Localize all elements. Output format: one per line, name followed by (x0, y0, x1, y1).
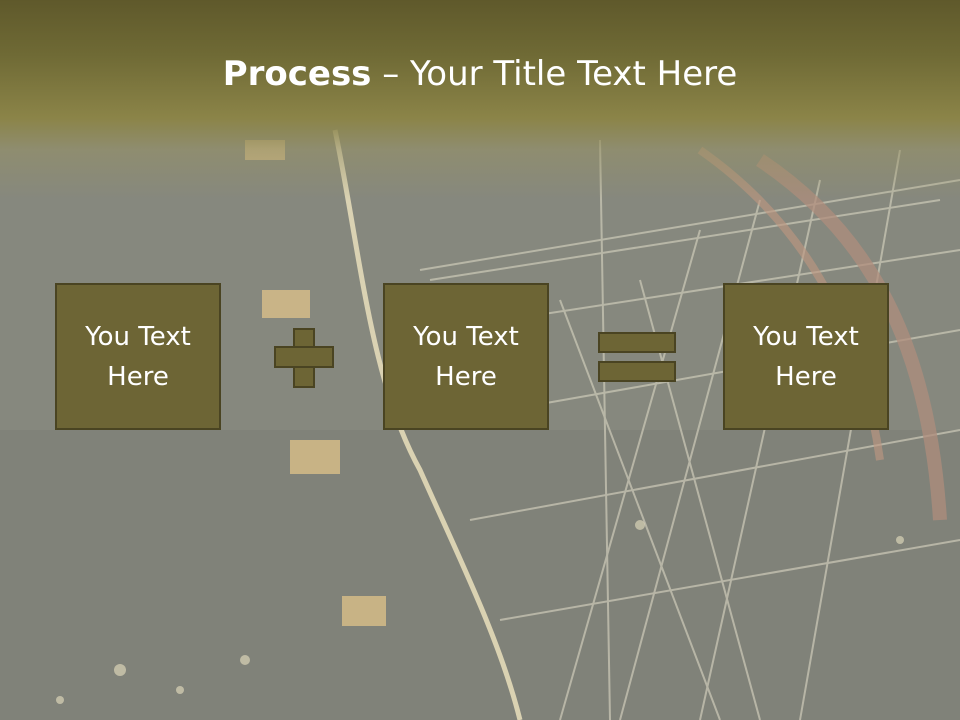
process-box-2-line2: Here (435, 361, 497, 392)
slide-title-bold: Process (222, 54, 372, 94)
process-box-1-text: You Text Here (68, 317, 208, 397)
process-box-1-line2: Here (107, 361, 169, 392)
process-box-1[interactable]: You Text Here (55, 283, 221, 430)
slide-title: Process – Your Title Text Here (0, 52, 960, 96)
title-bar (0, 0, 960, 200)
process-box-3-line1: You Text (753, 321, 859, 352)
slide-title-rest: – Your Title Text Here (371, 54, 738, 94)
process-box-2-text: You Text Here (396, 317, 536, 397)
process-box-3-line2: Here (775, 361, 837, 392)
process-box-3[interactable]: You Text Here (723, 283, 889, 430)
process-box-3-text: You Text Here (736, 317, 876, 397)
process-box-2[interactable]: You Text Here (383, 283, 549, 430)
process-box-2-line1: You Text (413, 321, 519, 352)
process-box-1-line1: You Text (85, 321, 191, 352)
